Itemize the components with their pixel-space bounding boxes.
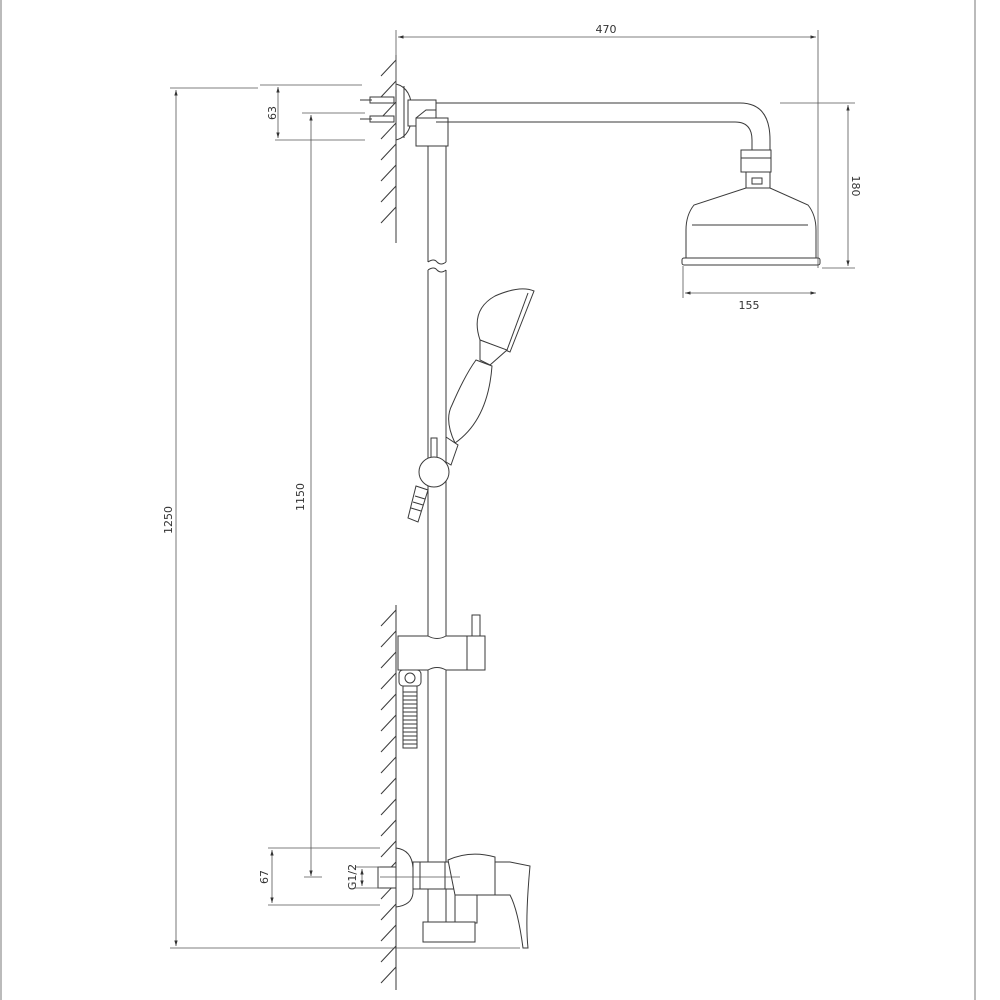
hatch-line [380, 206, 397, 224]
dimension-470: 470 [395, 23, 819, 268]
hatch-line [380, 630, 397, 648]
mixer-lever [494, 861, 531, 949]
thread-inlet [377, 866, 397, 889]
dimension-1150: 1150 [294, 112, 365, 878]
hatch-line [380, 651, 397, 669]
hand-shower [407, 288, 535, 523]
hatch-line [380, 966, 397, 984]
slider-knob [418, 456, 450, 488]
svg-text:180: 180 [849, 176, 862, 197]
tee-connector [407, 99, 449, 147]
hatch-line [380, 840, 397, 858]
hatch-line [380, 185, 397, 203]
svg-text:155: 155 [739, 299, 760, 312]
screw-upper [369, 96, 395, 104]
hatch-line [380, 80, 397, 98]
hatch-line [380, 59, 397, 77]
hatch-line [380, 609, 397, 627]
hatch-line [380, 819, 397, 837]
rain-shower-head [681, 149, 821, 266]
hatch-line [380, 714, 397, 732]
hatch-line [380, 693, 397, 711]
lower-bracket [397, 614, 486, 749]
svg-text:63: 63 [266, 106, 279, 120]
dimension-155: 155 [682, 266, 816, 312]
shower-arm [436, 102, 771, 150]
hatch-line [380, 672, 397, 690]
wall-bottom [380, 605, 397, 990]
hatch-line [380, 143, 397, 161]
hatch-line [380, 122, 397, 140]
screw-lower [369, 115, 395, 123]
hatch-line [380, 756, 397, 774]
hatch-line [380, 735, 397, 753]
dimension-1250: 1250 [162, 87, 258, 946]
dimension-63: 63 [260, 84, 365, 141]
hatch-line [380, 101, 397, 119]
hatch-line [380, 777, 397, 795]
hatch-line [380, 903, 397, 921]
svg-text:1150: 1150 [294, 483, 307, 511]
hatch-line [380, 945, 397, 963]
riser-rail [427, 146, 447, 940]
hatch-line [380, 164, 397, 182]
dimension-180: 180 [780, 102, 862, 269]
svg-text:G1/2: G1/2 [346, 864, 359, 890]
svg-text:1250: 1250 [162, 506, 175, 534]
dimension-thread: G1/2 [346, 864, 460, 890]
hatch-line [380, 798, 397, 816]
wall-top [380, 55, 397, 243]
dimension-67: 67 [258, 847, 380, 906]
svg-text:67: 67 [258, 870, 271, 884]
hose-lower [402, 685, 418, 749]
svg-text:470: 470 [596, 23, 617, 36]
mixer-valve [377, 847, 531, 949]
hatch-line [380, 924, 397, 942]
